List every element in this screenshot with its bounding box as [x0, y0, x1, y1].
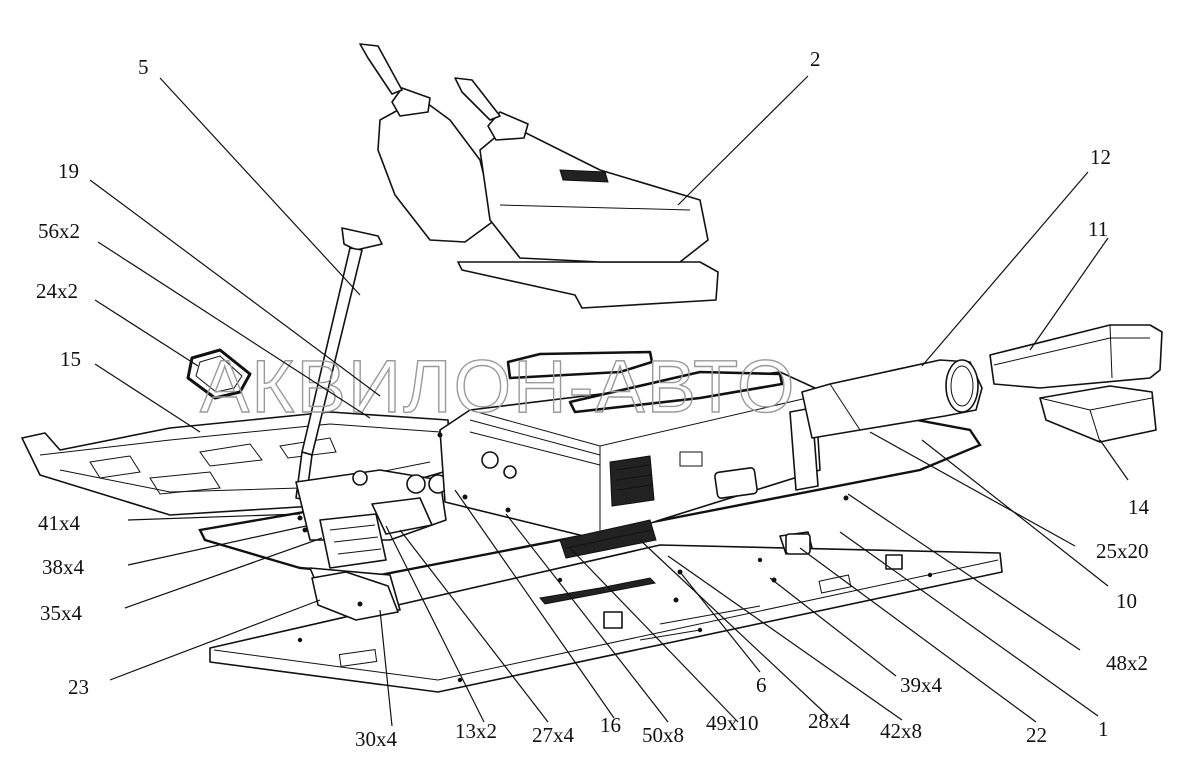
bracket-14	[1039, 385, 1157, 443]
callout-49x10: 49x10	[706, 711, 759, 735]
callout-35x4: 35x4	[40, 601, 83, 625]
air-duct-12	[801, 359, 983, 439]
callout-56x2: 56x2	[38, 219, 80, 243]
callout-28x4: 28x4	[808, 709, 851, 733]
callout-25x20: 25x20	[1096, 539, 1149, 563]
fasteners	[297, 432, 849, 603]
central-console-box	[439, 371, 821, 559]
operator-control-consoles	[359, 43, 719, 309]
callout-11: 11	[1088, 217, 1108, 241]
callout-42x8: 42x8	[880, 719, 922, 743]
callout-39x4: 39x4	[900, 673, 943, 697]
bracket-23	[311, 571, 399, 621]
callout-24x2: 24x2	[36, 279, 78, 303]
air-duct-11	[989, 324, 1163, 389]
callout-1: 1	[1098, 717, 1109, 741]
floor-plate	[209, 544, 1003, 693]
callout-48x2: 48x2	[1106, 651, 1148, 675]
callout-23: 23	[68, 675, 89, 699]
callout-10: 10	[1116, 589, 1137, 613]
callout-50x8: 50x8	[642, 723, 684, 747]
callout-22: 22	[1026, 723, 1047, 747]
callout-19: 19	[58, 159, 79, 183]
callout-15: 15	[60, 347, 81, 371]
top-seals	[506, 350, 784, 414]
callout-27x4: 27x4	[532, 723, 575, 747]
callout-12: 12	[1090, 145, 1111, 169]
callout-14: 14	[1128, 495, 1150, 519]
rubber-seal-24	[186, 348, 252, 400]
callout-41x4: 41x4	[38, 511, 81, 535]
callout-30x4: 30x4	[355, 727, 398, 751]
watermark: АКВИЛОН-АВТО	[200, 345, 796, 428]
leader-lines	[89, 75, 1129, 727]
pedal-assembly	[295, 469, 448, 611]
callout-2: 2	[810, 47, 821, 71]
callout-labels: 5 2 19 12 56x2 11 24x2 15 14 41x4 25x20 …	[36, 47, 1150, 751]
callout-38x4: 38x4	[42, 555, 85, 579]
callout-16: 16	[600, 713, 621, 737]
callout-13x2: 13x2	[455, 719, 497, 743]
callout-6: 6	[756, 673, 767, 697]
callout-5: 5	[138, 55, 149, 79]
